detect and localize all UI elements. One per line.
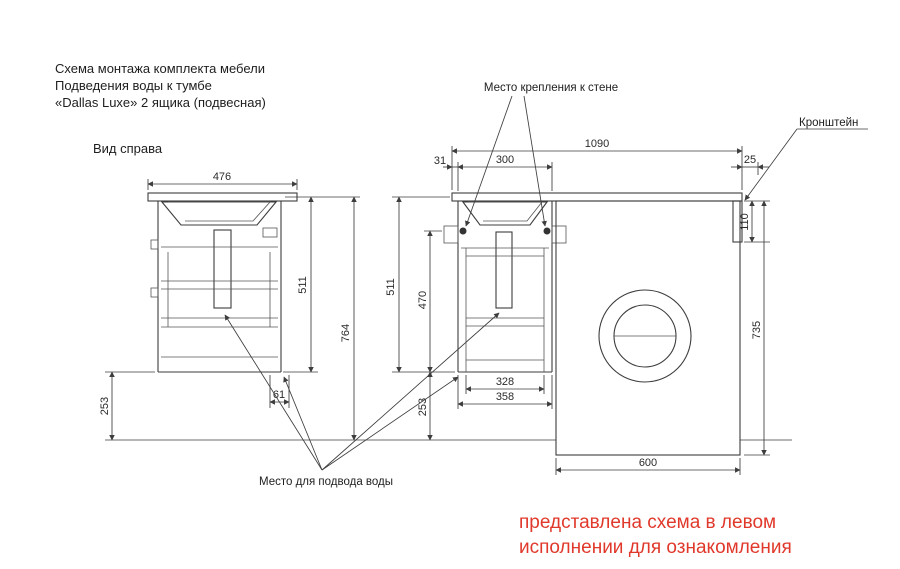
title-line-2: Подведения воды к тумбе bbox=[55, 78, 212, 93]
dim-side-floor-gap: 253 bbox=[99, 397, 111, 415]
dim-front-height-upper: 511 bbox=[385, 278, 397, 296]
side-sink-basin bbox=[160, 201, 278, 226]
washing-machine bbox=[555, 200, 741, 456]
front-drain-pipe bbox=[495, 231, 513, 309]
dim-drawer-width: 328 bbox=[496, 376, 514, 388]
footnote-line-2: исполнении для ознакомления bbox=[519, 537, 792, 558]
dim-front-total-width: 1090 bbox=[585, 138, 609, 150]
wall-bracket bbox=[732, 200, 743, 243]
dim-drain-offset: 61 bbox=[273, 389, 285, 401]
side-overflow-box bbox=[262, 227, 278, 238]
mount-bracket-left bbox=[443, 225, 459, 244]
dim-front-cabinet-height: 470 bbox=[417, 291, 429, 309]
front-sink-basin bbox=[461, 201, 549, 226]
washing-machine-door-outer bbox=[598, 289, 692, 383]
title-line-3: «Dallas Luxe» 2 ящика (подвесная) bbox=[55, 95, 266, 110]
side-drain-pipe bbox=[213, 229, 232, 309]
mount-bracket-right bbox=[551, 225, 567, 244]
view-label: Вид справа bbox=[93, 141, 163, 156]
dim-machine-width: 600 bbox=[639, 457, 657, 469]
water-supply-callout-label: Место для подвода воды bbox=[259, 476, 393, 488]
title-line-1: Схема монтажа комплекта мебели bbox=[55, 61, 265, 76]
side-rail-clip-top bbox=[150, 239, 159, 250]
title-block: Схема монтажа комплекта мебели Подведени… bbox=[55, 61, 266, 110]
dim-machine-height: 735 bbox=[751, 321, 763, 339]
front-view-drawing bbox=[443, 192, 743, 373]
callouts: Место крепления к стене Кронштейн Место … bbox=[224, 82, 868, 488]
front-countertop bbox=[451, 192, 743, 202]
dim-cabinet-width-outer: 358 bbox=[496, 391, 514, 403]
footnote: представлена схема в левом исполнении дл… bbox=[519, 512, 792, 558]
dim-side-height-total: 764 bbox=[340, 324, 352, 342]
dim-front-floor-gap: 253 bbox=[417, 398, 429, 416]
bracket-callout-label: Кронштейн bbox=[799, 117, 858, 129]
dim-front-cabinet-width: 300 bbox=[496, 154, 514, 166]
wall-mount-point-left bbox=[459, 227, 467, 235]
dim-bracket-height: 110 bbox=[739, 213, 751, 231]
washing-machine-body bbox=[555, 200, 741, 456]
dim-side-height-upper: 511 bbox=[297, 276, 309, 294]
side-countertop bbox=[147, 192, 298, 202]
side-rail-clip-bottom bbox=[150, 287, 159, 298]
dim-front-left-offset: 31 bbox=[434, 155, 446, 167]
wall-mount-point-right bbox=[543, 227, 551, 235]
wall-mount-callout-label: Место крепления к стене bbox=[484, 82, 618, 94]
dim-side-width: 476 bbox=[213, 171, 231, 183]
dim-front-right-offset: 25 bbox=[744, 154, 756, 166]
side-view-drawing bbox=[147, 192, 298, 373]
dimensions: 476 511 764 253 61 1090 31 300 bbox=[99, 138, 770, 475]
footnote-line-1: представлена схема в левом bbox=[519, 512, 776, 533]
